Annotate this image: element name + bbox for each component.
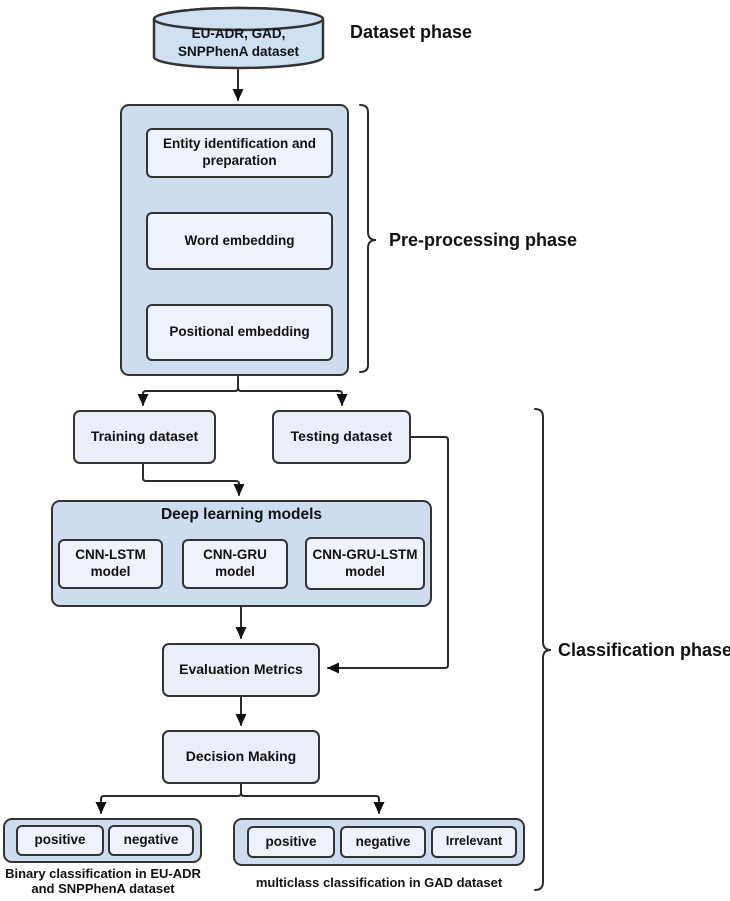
model-cnn-gru-lstm: CNN-GRU-LSTM model — [305, 537, 425, 590]
multiclass-caption: multiclass classification in GAD dataset — [255, 875, 503, 890]
arrow-training-to-models — [142, 463, 245, 496]
testing-dataset-box: Testing dataset — [272, 410, 411, 464]
multiclass-class-irrelevant: Irrelevant — [431, 826, 517, 858]
dataset-cylinder: EU-ADR, GAD, SNPPhenA dataset — [152, 6, 325, 70]
dataset-phase-label: Dataset phase — [350, 21, 473, 42]
arrow-preprocessing-to-testing — [237, 376, 348, 406]
arrow-decision-to-binary — [95, 783, 242, 814]
arrow-testing-to-evaluation — [327, 436, 449, 674]
cylinder-shape — [152, 6, 325, 70]
multiclass-class-positive: positive — [247, 826, 335, 858]
evaluation-metrics-box: Evaluation Metrics — [162, 643, 320, 697]
preprocessing-brace — [359, 104, 377, 373]
step-positional-embedding: Positional embedding — [146, 304, 333, 361]
model-cnn-gru: CNN-GRU model — [182, 539, 288, 589]
training-dataset-box: Training dataset — [73, 410, 216, 464]
decision-making-box: Decision Making — [162, 730, 320, 784]
classification-phase-label: Classification phase — [558, 639, 730, 660]
step-entity-identification: Entity identification and preparation — [146, 128, 333, 178]
arrow-decision-to-multiclass — [240, 783, 385, 814]
dataset-cylinder-label: EU-ADR, GAD, SNPPhenA dataset — [177, 26, 300, 59]
model-cnn-lstm: CNN-LSTM model — [58, 539, 163, 589]
binary-class-positive: positive — [16, 825, 104, 856]
binary-class-negative: negative — [108, 825, 194, 856]
preprocessing-phase-label: Pre-processing phase — [389, 229, 578, 250]
binary-caption: Binary classification in EU-ADR and SNPP… — [5, 866, 201, 897]
multiclass-class-negative: negative — [340, 826, 426, 858]
step-word-embedding: Word embedding — [146, 212, 333, 270]
arrow-preprocessing-to-training — [137, 376, 239, 406]
deep-learning-title: Deep learning models — [160, 506, 323, 523]
classification-brace — [534, 408, 552, 891]
